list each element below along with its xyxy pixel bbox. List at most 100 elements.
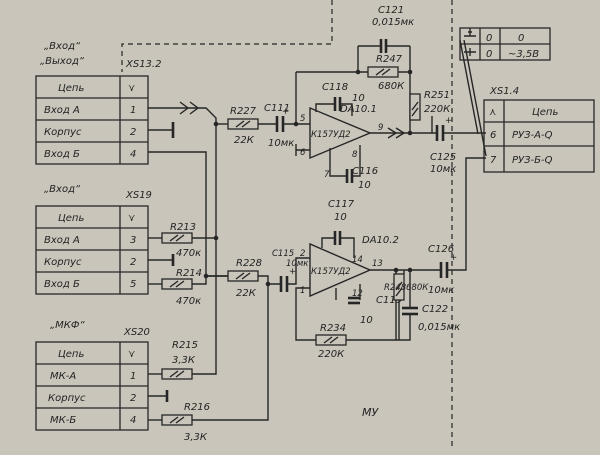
resistor-r251-hatch bbox=[411, 101, 419, 117]
c119-value: 10 bbox=[360, 315, 373, 326]
c126-value: 10мк bbox=[428, 285, 454, 296]
xs19-row-pin: 2 bbox=[130, 257, 136, 268]
xs19-row-name: Вход Б bbox=[44, 279, 80, 290]
c125-polarity: + bbox=[445, 116, 452, 126]
xs20-row-name: МК-Б bbox=[50, 415, 76, 426]
wire-c117 bbox=[321, 237, 355, 258]
xs20-row-name: Корпус bbox=[48, 393, 86, 404]
r251-ref: R251 bbox=[424, 90, 450, 101]
resistor-r247-hatch bbox=[375, 68, 391, 76]
opamp-da10-1 bbox=[309, 106, 372, 160]
r214-ref: R214 bbox=[176, 268, 202, 279]
da101-pin-inv: 6 bbox=[300, 148, 306, 158]
resistor-r228-hatch bbox=[235, 272, 251, 280]
xs19-row-name: Вход А bbox=[44, 235, 80, 246]
xs20-row-pin: 4 bbox=[130, 415, 136, 426]
r214-value: 470к bbox=[176, 296, 201, 307]
opamp-da10-2 bbox=[309, 242, 372, 298]
xs20-designator: XS20 bbox=[123, 327, 150, 338]
da101-pin-p2: 8 bbox=[352, 150, 358, 160]
wire-r216-to-node bbox=[192, 284, 269, 421]
resistor-r214-hatch bbox=[169, 280, 185, 288]
power-symbol-icon bbox=[464, 28, 476, 56]
xs13-row-name: Вход А bbox=[44, 105, 80, 116]
xs13-row-name: Корпус bbox=[44, 127, 82, 138]
xs13-title-line1: „Вход“ bbox=[44, 41, 81, 52]
da101-pin-out: 9 bbox=[378, 123, 383, 133]
c115-ref: C115 bbox=[272, 249, 294, 259]
r247-ref: R247 bbox=[376, 54, 403, 65]
xs19-row-pin: 5 bbox=[130, 279, 136, 290]
r215-value: 3,3К bbox=[172, 355, 196, 366]
c126-ref: C126 bbox=[428, 244, 454, 255]
xs20-title: „МКФ“ bbox=[50, 320, 86, 331]
xs19-row-name: Корпус bbox=[44, 257, 82, 268]
junction-dot bbox=[213, 235, 219, 241]
xs20-row-pin: 1 bbox=[130, 371, 136, 382]
resistor-r234 bbox=[315, 334, 347, 346]
c111-value: 10мк bbox=[268, 138, 294, 149]
da101-type: К157УД2 bbox=[311, 130, 351, 140]
resistor-r215-hatch bbox=[169, 370, 185, 378]
r213-value: 470к bbox=[176, 248, 201, 259]
c115-value: 10мк bbox=[286, 259, 309, 269]
r213-ref: R213 bbox=[170, 222, 196, 233]
resistor-r213 bbox=[161, 232, 193, 244]
junction-dot bbox=[407, 267, 413, 273]
power-table-cell: 0 bbox=[486, 33, 492, 44]
xs14-row-pin: 6 bbox=[490, 130, 496, 141]
c111-ref: C111 bbox=[264, 103, 290, 114]
da102-pin-out: 13 bbox=[372, 259, 383, 269]
c116-ref: C116 bbox=[352, 166, 378, 177]
c118-ref: C118 bbox=[322, 82, 348, 93]
c125-ref: C125 bbox=[430, 152, 456, 163]
wire-xs13-input-a bbox=[148, 107, 217, 124]
da102-pin-inv: 1 bbox=[300, 286, 305, 296]
xs14-frame bbox=[483, 99, 595, 173]
connector-xs20: „МКФ“ XS20 Цепь ⋎ МК-А 1 Корпус 2 МК-Б 4 bbox=[35, 320, 150, 431]
resistor-r227-hatch bbox=[235, 120, 251, 128]
r227-value: 22К bbox=[234, 135, 255, 146]
xs13-header-pin-symbol: ⋎ bbox=[128, 83, 135, 94]
wire-r248 bbox=[395, 270, 405, 274]
junction-dot bbox=[407, 130, 413, 136]
xs13-title-line2: „Выход“ bbox=[40, 56, 85, 67]
c122-value: 0,015мк bbox=[418, 322, 460, 333]
c122-ref: C122 bbox=[422, 304, 448, 315]
xs20-row-name: МК-А bbox=[50, 371, 76, 382]
resistor-r248-hatch bbox=[395, 281, 403, 297]
connector-xs13-2: „Вход“ „Выход“ XS13.2 Цепь ⋎ Вход А 1 Ко… bbox=[35, 41, 161, 165]
c118-value: 10 bbox=[352, 93, 365, 104]
wire-c116 bbox=[329, 145, 361, 177]
resistor-r216 bbox=[161, 414, 193, 426]
wire-r228-to-c115 bbox=[258, 275, 280, 285]
power-table-cell: ~3,5В bbox=[508, 49, 539, 60]
wire-r215-to-node bbox=[192, 238, 217, 375]
resistor-r216-hatch bbox=[169, 416, 185, 424]
c117-value: 10 bbox=[334, 212, 347, 223]
c117-ref: C117 bbox=[328, 199, 355, 210]
xs20-header-pin-symbol: ⋎ bbox=[128, 349, 135, 360]
c125-value: 10мк bbox=[430, 164, 456, 175]
da102-type: К157УД2 bbox=[311, 267, 351, 277]
xs19-designator: XS19 bbox=[125, 190, 152, 201]
xs19-header-name: Цепь bbox=[58, 213, 84, 224]
r247-value: 680К bbox=[378, 81, 405, 92]
wire-r214-to-node bbox=[192, 276, 207, 285]
xs19-header-pin-symbol: ⋎ bbox=[128, 213, 135, 224]
r216-value: 3,3К bbox=[184, 432, 208, 443]
xs20-header-name: Цепь bbox=[58, 349, 84, 360]
wire-da101-out bbox=[370, 116, 436, 134]
signal-arrows-icon bbox=[387, 127, 406, 139]
xs13-row-pin: 2 bbox=[130, 127, 136, 138]
xs19-row-pin: 3 bbox=[130, 235, 136, 246]
resistor-r227 bbox=[227, 118, 259, 130]
connector-xs1-4: XS1.4 ⋏ Цепь 6 РУЗ-А-Q 7 РУЗ-Б-Q bbox=[483, 86, 595, 173]
block-label: МУ bbox=[362, 406, 379, 419]
power-table: 0 0 0 ~3,5В bbox=[459, 27, 551, 61]
wire-da101-inv bbox=[295, 144, 310, 156]
c111-polarity: + bbox=[282, 107, 289, 117]
xs13-row-pin: 1 bbox=[130, 105, 136, 116]
xs14-row-pin: 7 bbox=[490, 155, 497, 166]
